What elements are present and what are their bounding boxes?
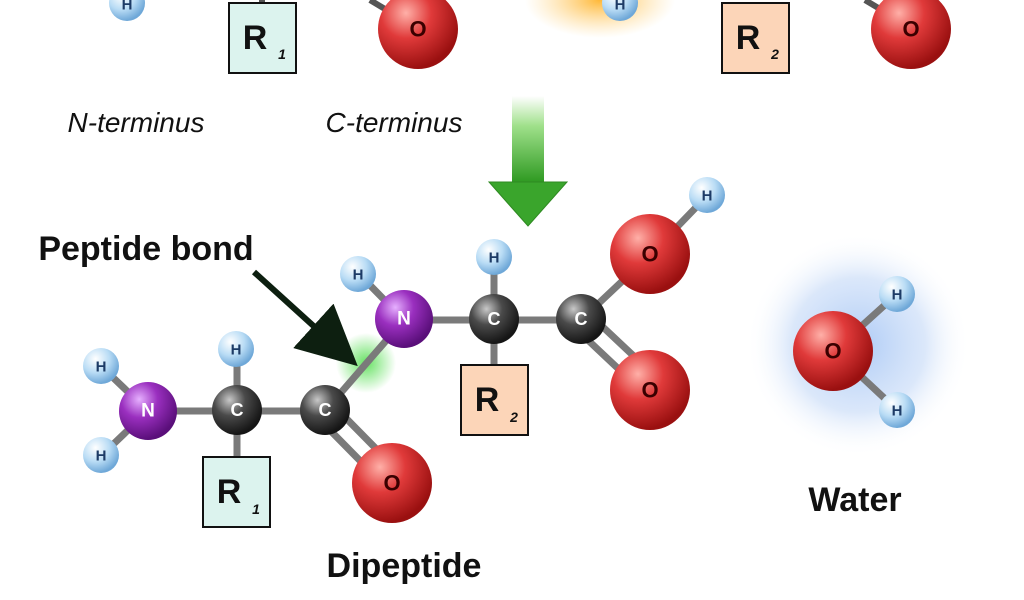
peptide-bond-pointer xyxy=(251,269,358,367)
carbon-atom: C xyxy=(300,385,350,435)
svg-text:H: H xyxy=(96,359,107,376)
svg-text:O: O xyxy=(902,17,919,42)
svg-text:H: H xyxy=(892,287,903,304)
svg-text:H: H xyxy=(353,267,364,284)
reactant-row: H H R 1 O R 2 O xyxy=(109,0,951,74)
carbon-atom: C xyxy=(469,294,519,344)
hydrogen-atom: H xyxy=(218,331,254,367)
hydrogen-atom: H xyxy=(109,0,145,21)
svg-text:H: H xyxy=(615,0,626,14)
svg-text:H: H xyxy=(96,448,107,465)
c-terminus-label: C-terminus xyxy=(326,107,463,138)
hydrogen-atom: H xyxy=(340,256,376,292)
svg-text:O: O xyxy=(641,242,658,267)
oxygen-atom: O xyxy=(793,311,873,391)
r2-group: R 2 xyxy=(721,2,790,74)
carbon-atom: C xyxy=(556,294,606,344)
svg-text:R: R xyxy=(217,473,242,511)
svg-text:R: R xyxy=(475,381,500,419)
n-terminus-label: N-terminus xyxy=(68,107,205,138)
r1-group: R 1 xyxy=(202,456,271,528)
svg-text:C: C xyxy=(231,400,244,420)
hydrogen-atom: H xyxy=(83,348,119,384)
nitrogen-atom: N xyxy=(375,290,433,348)
nitrogen-atom: N xyxy=(119,382,177,440)
svg-text:H: H xyxy=(702,188,713,205)
svg-text:C: C xyxy=(575,309,588,329)
hydrogen-atom: H xyxy=(879,392,915,428)
svg-text:R: R xyxy=(736,19,761,57)
oxygen-atom: O xyxy=(378,0,458,69)
hydrogen-atom: H xyxy=(602,0,638,21)
r2-group: R 2 xyxy=(460,364,529,436)
hydrogen-atom: H xyxy=(879,276,915,312)
oxygen-atom: O xyxy=(610,214,690,294)
hydrogen-atom: H xyxy=(83,437,119,473)
svg-text:R: R xyxy=(243,19,268,57)
dipeptide-label: Dipeptide xyxy=(327,547,482,585)
carbon-atom: C xyxy=(212,385,262,435)
svg-text:O: O xyxy=(409,17,426,42)
hydrogen-atom: H xyxy=(476,239,512,275)
svg-text:1: 1 xyxy=(278,46,286,62)
oxygen-atom: O xyxy=(871,0,951,69)
svg-text:H: H xyxy=(892,403,903,420)
svg-text:O: O xyxy=(824,339,841,364)
svg-text:1: 1 xyxy=(252,501,260,517)
svg-text:C: C xyxy=(488,309,501,329)
svg-text:H: H xyxy=(231,342,242,359)
r1-group: R 1 xyxy=(228,2,297,74)
hydrogen-atom: H xyxy=(689,177,725,213)
reaction-glow xyxy=(525,0,675,38)
svg-text:H: H xyxy=(122,0,133,14)
svg-text:C: C xyxy=(319,400,332,420)
svg-text:H: H xyxy=(489,250,500,267)
oxygen-atom: O xyxy=(352,443,432,523)
oxygen-atom: O xyxy=(610,350,690,430)
svg-text:2: 2 xyxy=(770,46,779,62)
water-label: Water xyxy=(808,481,901,519)
svg-text:2: 2 xyxy=(509,409,518,425)
reaction-arrow xyxy=(487,96,569,227)
svg-text:N: N xyxy=(141,401,155,422)
dipeptide-molecule: H H H H H H N N xyxy=(83,177,725,528)
svg-text:N: N xyxy=(397,309,411,330)
svg-text:O: O xyxy=(383,471,400,496)
water-molecule: O H H xyxy=(746,233,970,457)
peptide-bond-label: Peptide bond xyxy=(38,230,253,268)
svg-text:O: O xyxy=(641,378,658,403)
